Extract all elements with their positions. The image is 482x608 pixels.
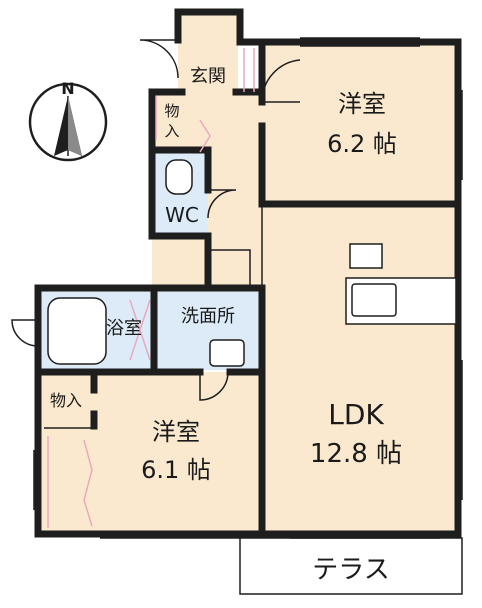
washbasin-fixture [209, 339, 245, 367]
room-labels: 玄関 物 入 WC 洋室 6.2 帖 LDK 12.8 帖 洗面所 浴室 物入 … [50, 66, 402, 585]
door-swings [11, 39, 301, 401]
entrance-area [178, 12, 238, 92]
ldk-size: 12.8 帖 [310, 439, 402, 469]
terrace-outline [239, 537, 463, 595]
stove [349, 243, 383, 269]
walls [34, 8, 462, 538]
bedroom-bottom-size: 6.1 帖 [141, 456, 211, 484]
ldk-label: LDK [328, 398, 384, 431]
fixtures [47, 159, 463, 595]
bathtub-fixture [47, 297, 107, 365]
toilet-fixture [165, 159, 193, 195]
bedroom-top-label: 洋室 [338, 90, 386, 118]
storage-top-label-1: 物 [164, 102, 179, 120]
compass-north-label: N [61, 79, 74, 98]
wc-label: WC [165, 203, 199, 227]
storage-bottom-label: 物入 [50, 391, 82, 410]
north-compass: N [28, 79, 108, 162]
kitchen-sink [351, 283, 397, 317]
bedroom-top-size: 6.2 帖 [327, 130, 397, 158]
terrace-label: テラス [312, 555, 389, 585]
storage-top-label-2: 入 [164, 122, 179, 140]
entrance-label: 玄関 [190, 66, 226, 87]
bedroom-bottom-label: 洋室 [152, 418, 200, 446]
storage-accents [47, 48, 255, 528]
bathroom-label: 浴室 [106, 318, 142, 339]
washroom-label: 洗面所 [181, 306, 235, 327]
bedroom-top-area [262, 42, 458, 202]
